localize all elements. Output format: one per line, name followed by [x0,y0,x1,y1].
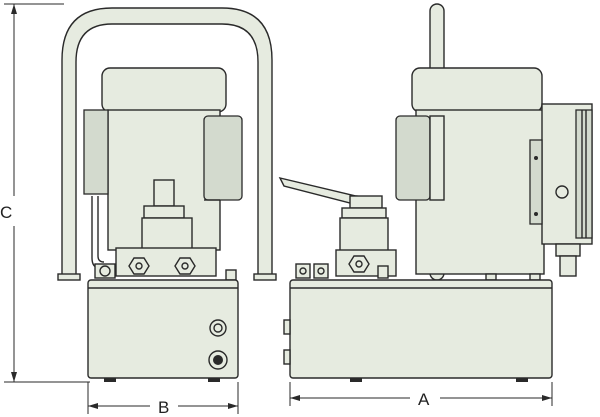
dimension-c-label: C [0,203,12,222]
hydraulic-hose [91,196,101,269]
pressure-port-icon [208,350,228,370]
motor-left-band [83,109,109,195]
cable-gland [555,243,581,257]
valve-block [141,217,193,251]
manifold-hex-bolt-left [128,257,150,275]
dimension-b: B [87,382,239,417]
motor-cap [101,67,227,113]
side-valve-cap [349,195,383,209]
side-reservoir-tank [289,279,553,379]
valve-collar [143,205,185,219]
terminal-screw [555,185,569,199]
side-valve-block [339,217,389,253]
side-motor-cap [411,67,543,113]
valve-top-nut [153,179,175,207]
return-port-icon [209,319,227,337]
hose-fitting [94,263,116,279]
side-motor-fins [395,115,431,201]
front-view [57,7,277,382]
dimension-b-label: B [158,398,169,417]
side-view [278,3,593,382]
manifold-hex-bolt-right [174,257,196,275]
dimension-c: C [0,3,90,383]
reservoir-tank [87,279,239,379]
motor-right-band [203,115,243,201]
dimension-a-label: A [418,390,430,409]
dimension-a: A [289,382,553,409]
